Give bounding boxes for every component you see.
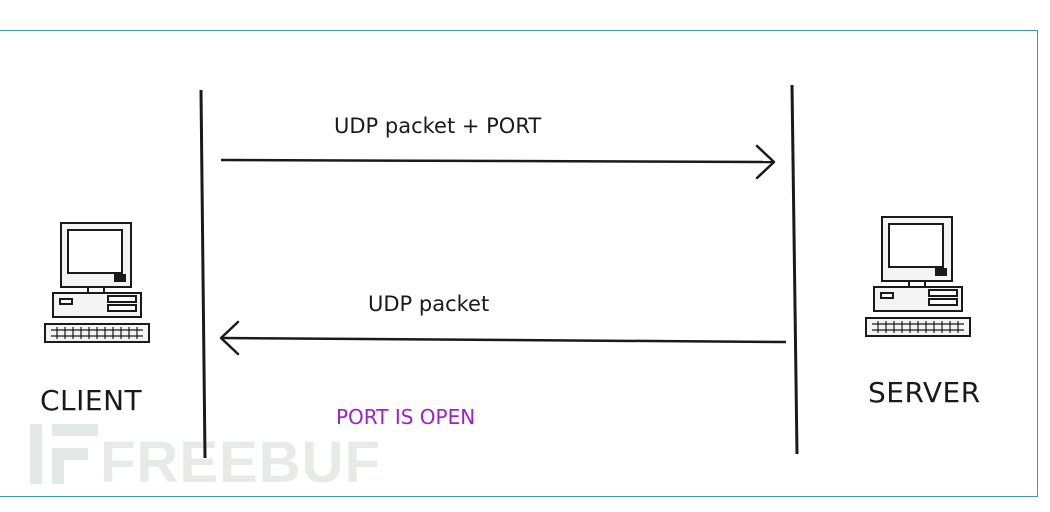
message-arrow-request (220, 144, 776, 180)
request-message-label: UDP packet + PORT (334, 114, 542, 138)
client-computer-icon (44, 222, 150, 343)
diagram-frame (0, 30, 1038, 497)
watermark-bar-2 (52, 424, 98, 436)
watermark-text: FREEBUF (100, 430, 381, 495)
client-lifeline (199, 89, 207, 459)
server-lifeline (790, 84, 799, 455)
message-arrow-response (219, 320, 787, 356)
freebuf-watermark-logo: FREEBUF (30, 424, 381, 495)
server-computer-icon (865, 216, 971, 337)
watermark-bar-4 (52, 448, 64, 484)
response-message-label: UDP packet (368, 292, 490, 316)
server-label: SERVER (868, 376, 981, 409)
watermark-bar-1 (30, 424, 42, 484)
client-label: CLIENT (40, 384, 143, 417)
port-status-label: PORT IS OPEN (336, 405, 476, 429)
